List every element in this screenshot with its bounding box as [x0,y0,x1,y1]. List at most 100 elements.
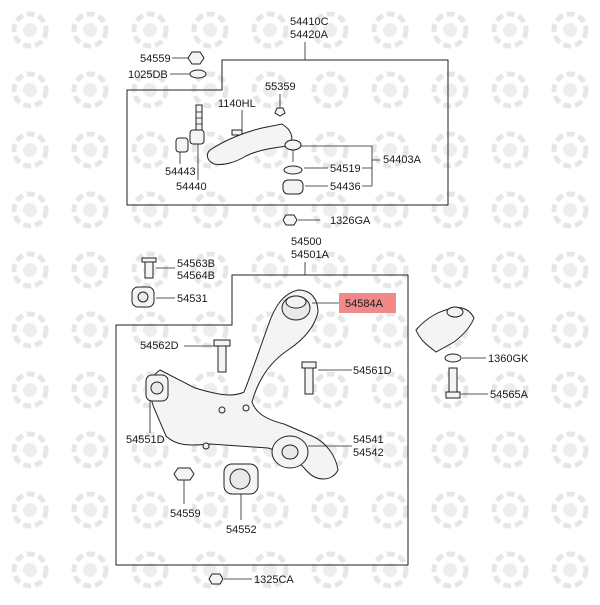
washer-icon [189,69,207,79]
watermark-logo [131,131,169,169]
nut-icon [173,467,195,481]
watermark-logo [371,11,409,49]
bolt-icon [304,367,314,395]
watermark-logo [131,311,169,349]
bolt-head-icon [301,361,317,369]
label-1140HL[interactable]: 1140HL [218,98,256,110]
watermark-logo [191,11,229,49]
label-1326GA[interactable]: 1326GA [330,215,371,227]
nut-icon [208,573,224,585]
watermark-logo [131,551,169,589]
watermark-logo [311,191,349,229]
watermark-logo [71,371,109,409]
watermark-logo [251,11,289,49]
watermark-logo [431,11,469,49]
label-54436[interactable]: 54436 [330,181,361,193]
nut-icon [282,214,298,226]
watermark-logo [131,11,169,49]
label-54552[interactable]: 54552 [226,524,257,536]
watermark-logo [371,311,409,349]
watermark-logo [311,311,349,349]
washer-icon [444,353,462,363]
watermark-logo [551,371,589,409]
ball-joint-icon [284,139,302,151]
watermark-logo [491,131,529,169]
watermark-logo [491,71,529,109]
watermark-logo [311,71,349,109]
watermark-logo [371,191,409,229]
watermark-logo [11,251,49,289]
watermark-logo [11,191,49,229]
watermark-logo [551,131,589,169]
label-54559-top[interactable]: 54559 [140,53,171,65]
watermark-logo [551,431,589,469]
watermark-logo [251,551,289,589]
label-55359[interactable]: 55359 [265,81,296,93]
leader-54403A [300,145,380,187]
bolt-icon [217,345,227,373]
watermark-logo [11,71,49,109]
watermark-logo [491,491,529,529]
label-54559-low[interactable]: 54559 [170,508,201,520]
nut-icon [187,51,205,65]
watermark-logo [491,191,529,229]
ball-joint-body-icon [282,179,304,195]
watermark-logo [311,251,349,289]
watermark-logo [491,311,529,349]
upper-arm-group-box [126,59,449,206]
watermark-logo [251,491,289,529]
watermark-logo [491,11,529,49]
label-1325CA[interactable]: 1325CA [254,574,294,586]
watermark-logo [71,11,109,49]
watermark-logo [11,551,49,589]
label-54403A[interactable]: 54403A [383,154,422,166]
upper-arm-shape [206,123,293,165]
label-54551D[interactable]: 54551D [126,434,165,446]
label-54563B[interactable]: 54563B [177,258,215,270]
watermark-logo [311,131,349,169]
watermark-logo [131,191,169,229]
watermark-logo [11,11,49,49]
watermark-logo [551,11,589,49]
label-54531[interactable]: 54531 [177,293,208,305]
label-lower-group-1: 54500 [291,236,322,248]
watermark-logo [371,131,409,169]
watermark-logo [71,431,109,469]
watermark-logo [491,371,529,409]
watermark-logo [131,491,169,529]
watermark-logo [491,251,529,289]
watermark-logo [251,251,289,289]
watermark-logo [311,371,349,409]
watermark-logo [551,491,589,529]
subframe-fragment [415,307,475,353]
label-54564B[interactable]: 54564B [177,270,215,282]
label-top-group-2: 54420A [290,29,329,41]
label-1025DB[interactable]: 1025DB [128,69,168,81]
label-54519[interactable]: 54519 [330,163,361,175]
label-54584A[interactable]: 54584A [345,298,384,310]
watermark-logo [371,71,409,109]
highlight-54584A[interactable] [339,293,396,313]
bolt-head-icon [213,339,231,347]
label-54565A[interactable]: 54565A [490,389,529,401]
watermark-logo [71,311,109,349]
watermark-logo [431,551,469,589]
watermark-logo [11,311,49,349]
label-1360GK[interactable]: 1360GK [488,353,529,365]
label-54542[interactable]: 54542 [353,447,384,459]
label-54443[interactable]: 54443 [165,166,196,178]
pin-icon [231,129,243,136]
watermark-logo [431,191,469,229]
watermark-logo [371,491,409,529]
watermark-logo [371,551,409,589]
watermark-logo [251,71,289,109]
watermark-logo [71,251,109,289]
label-54541[interactable]: 54541 [353,434,384,446]
bolt-head-icon [445,391,461,399]
watermark-logo [371,431,409,469]
label-54440[interactable]: 54440 [176,181,207,193]
label-54561D[interactable]: 54561D [353,365,392,377]
watermark-logo [431,131,469,169]
label-54562D[interactable]: 54562D [140,340,179,352]
